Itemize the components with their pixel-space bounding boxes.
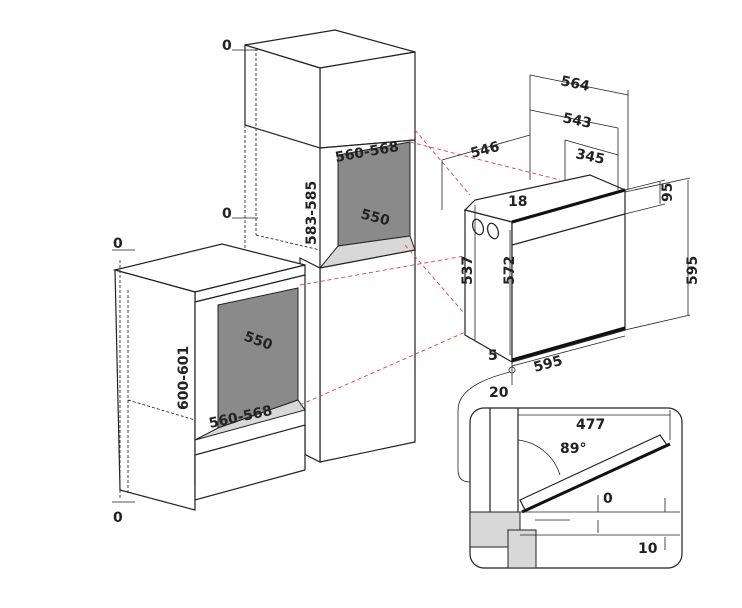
base-bottom-clearance-label: 0 (113, 510, 123, 526)
oven-side-depth-label: 546 (469, 139, 501, 162)
tall-opening-height-label: 583-585 (304, 181, 320, 245)
oven-top-depth-label: 345 (574, 146, 606, 168)
oven-door-thickness-label: 20 (489, 385, 509, 401)
base-opening-height-label: 600-601 (176, 346, 192, 410)
floor-gap-label: 0 (603, 491, 613, 507)
tall-opening-depth-label: 550 (359, 206, 392, 229)
door-detail (457, 371, 683, 569)
oven-body-depth-label: 543 (561, 110, 593, 132)
base-top-clearance-label: 0 (113, 236, 123, 252)
projection-lines (299, 129, 561, 406)
door-reach-label: 477 (576, 417, 605, 433)
oven-side-height-label: 537 (460, 256, 476, 285)
oven (441, 74, 691, 385)
tall-top-clearance-label: 0 (222, 38, 232, 54)
base-cabinet (112, 243, 306, 511)
tall-mid-clearance-label: 0 (222, 206, 232, 222)
base-gap-label: 10 (638, 541, 658, 557)
tall-cabinet (232, 29, 416, 463)
oven-front-height-label: 595 (685, 256, 701, 285)
oven-body-height-label: 572 (502, 256, 518, 285)
oven-front-width-label: 595 (532, 353, 564, 376)
oven-panel-height-label: 95 (660, 183, 676, 202)
oven-bottom-offset-label: 5 (488, 348, 498, 364)
oven-top-offset-label: 18 (508, 194, 527, 210)
door-angle-label: 89° (560, 441, 586, 457)
oven-total-depth-label: 564 (559, 73, 591, 95)
